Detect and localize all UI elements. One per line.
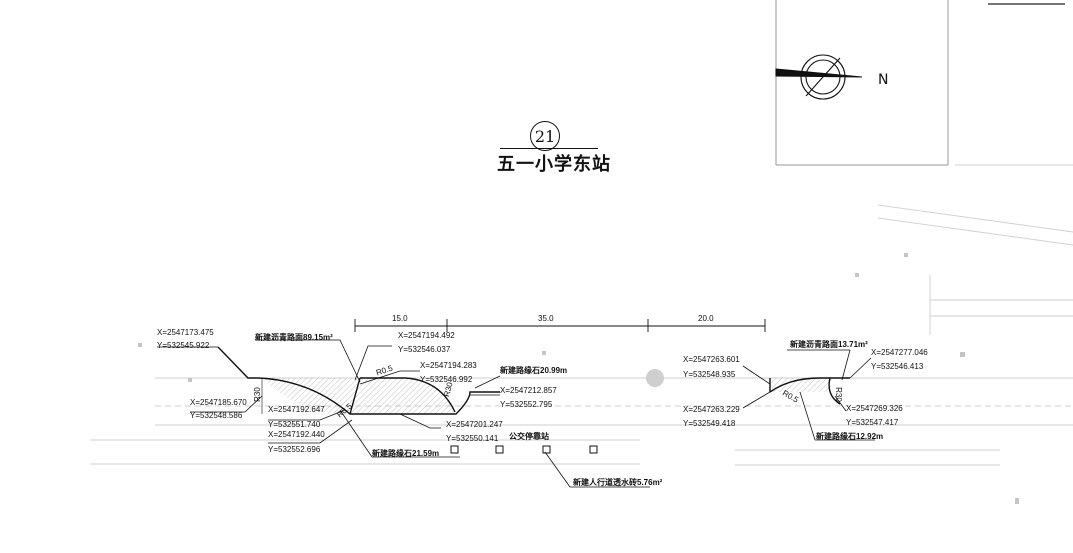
station-number: 21: [530, 121, 560, 151]
note-asphalt-left: 新建沥青路面89.15m²: [255, 333, 333, 342]
note-sidewalk: 新建人行道透水砖5.76m²: [573, 478, 663, 487]
dimension-label-3: 20.0: [698, 314, 714, 323]
radius-label: R30: [252, 387, 262, 402]
map-frame: [775, 0, 1065, 166]
note-curb-top: 新建路缘石20.99m: [500, 366, 568, 375]
dimension-label-1: 15.0: [392, 314, 408, 323]
north-label: N: [878, 72, 889, 88]
bus-bay-right: [769, 377, 850, 405]
coord-x: X=2547194.492: [398, 331, 455, 340]
coord-y: Y=532550.141: [446, 434, 499, 443]
coord-y: Y=532548.586: [190, 411, 243, 420]
coord-x: X=2547269.326: [846, 404, 903, 413]
coord-y: Y=532546.992: [420, 375, 473, 384]
bus-bay-left: [217, 346, 500, 415]
coord-y: Y=532552.696: [268, 445, 321, 454]
asphalt-area-left: [258, 378, 455, 414]
note-asphalt-right: 新建沥青路面13.71m²: [790, 340, 868, 349]
dimension-label-2: 35.0: [538, 314, 554, 323]
coord-x: X=2547173.475: [157, 328, 214, 337]
note-bus-stop: 公交停靠站: [509, 432, 549, 441]
leader-lines: [157, 339, 875, 488]
coord-x: X=2547212.857: [500, 386, 557, 395]
background-roads: [90, 164, 1073, 466]
bus-stop-markers: [450, 445, 598, 454]
title-rule: [500, 148, 598, 149]
asphalt-area-right: [772, 378, 832, 392]
coord-y: Y=532547.417: [846, 418, 899, 427]
coord-y: Y=532549.418: [683, 419, 736, 428]
manhole-icon: [646, 369, 664, 387]
coord-x: X=2547201.247: [446, 420, 503, 429]
coord-x: X=2547194.283: [420, 361, 477, 370]
note-curb-bottom: 新建路缘石21.59m: [372, 449, 440, 458]
dimension-line: [354, 319, 766, 332]
note-curb-right: 新建路缘石12.92m: [816, 432, 884, 441]
station-name: 五一小学东站: [497, 154, 611, 175]
coord-y: Y=532545.922: [157, 341, 210, 350]
coord-y: Y=532546.413: [871, 362, 924, 371]
coord-x: X=2547192.647: [268, 405, 325, 414]
radius-label: R30: [833, 387, 843, 402]
coord-x: X=2547185.670: [190, 398, 247, 407]
coord-y: Y=532546.037: [398, 345, 451, 354]
coord-y: Y=532548.935: [683, 370, 736, 379]
coord-x: X=2547263.229: [683, 405, 740, 414]
coord-x: X=2547263.601: [683, 355, 740, 364]
coord-x: X=2547192.440: [268, 430, 325, 439]
survey-marks: [138, 253, 1019, 504]
north-arrow-icon: [775, 54, 863, 100]
coord-x: X=2547277.046: [871, 348, 928, 357]
coord-y: Y=532551.740: [268, 420, 321, 429]
coord-y: Y=532552.795: [500, 400, 553, 409]
